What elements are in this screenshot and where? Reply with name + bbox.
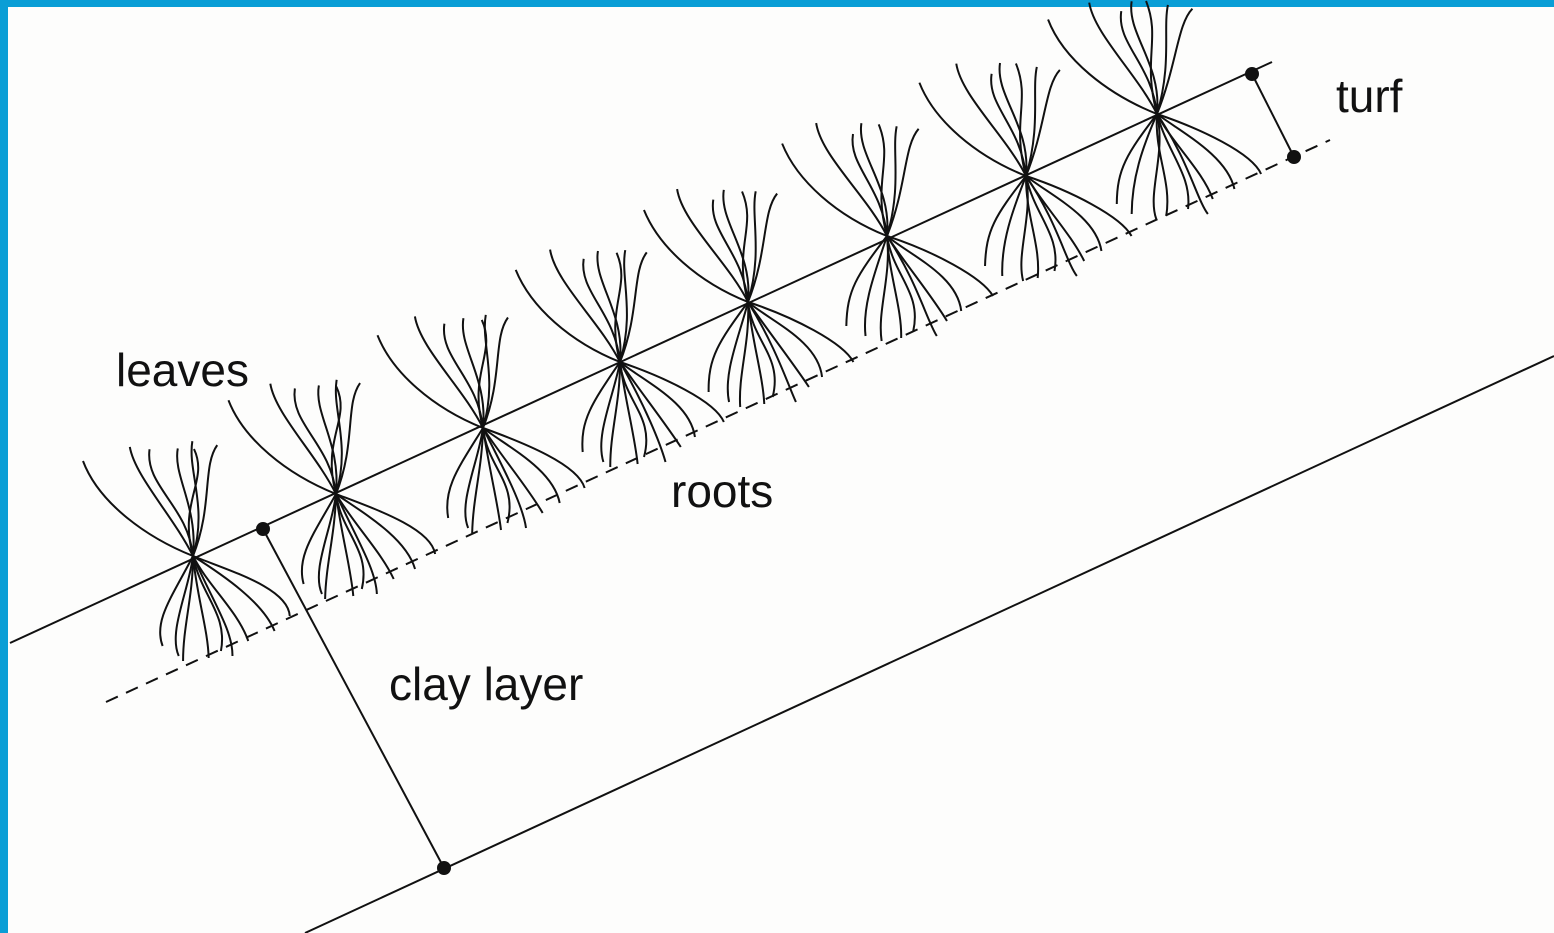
root-stroke	[336, 494, 394, 579]
plant-3	[377, 315, 584, 533]
leaf-stroke	[782, 144, 887, 236]
clay-layer-label: clay layer	[389, 658, 583, 710]
root-stroke	[1026, 176, 1132, 236]
leaf-stroke	[83, 461, 193, 556]
leaves-label: leaves	[116, 344, 249, 396]
leaf-stroke	[1026, 70, 1060, 176]
roots-label: roots	[671, 465, 773, 517]
root-stroke	[887, 236, 901, 338]
plants-group	[83, 1, 1261, 661]
leaf-stroke	[1157, 9, 1192, 114]
leaf-stroke	[887, 129, 919, 236]
root-stroke	[1026, 176, 1101, 251]
plant-2	[228, 380, 435, 599]
root-stroke	[610, 362, 620, 467]
root-stroke	[1157, 114, 1261, 174]
clay-dimension-bottom-dot	[437, 861, 451, 875]
clay-dimension-top-dot	[256, 522, 270, 536]
leaf-stroke	[149, 449, 193, 556]
root-stroke	[483, 428, 543, 513]
leaf-stroke	[479, 320, 487, 428]
root-stroke	[620, 362, 646, 457]
plant-7	[919, 63, 1131, 281]
root-stroke	[483, 428, 510, 523]
turf-dimension-top-dot	[1245, 67, 1259, 81]
root-stroke	[887, 236, 961, 311]
plant-4	[516, 250, 724, 467]
root-stroke	[887, 236, 993, 296]
root-stroke	[1026, 176, 1056, 271]
leaf-stroke	[879, 124, 887, 236]
root-stroke	[1157, 114, 1234, 189]
plant-1	[83, 441, 290, 661]
root-stroke	[193, 556, 222, 651]
leaf-stroke	[1016, 63, 1026, 176]
root-stroke	[1026, 176, 1077, 276]
root-stroke	[1157, 114, 1208, 214]
plant-5	[644, 189, 853, 407]
root-stroke	[193, 556, 275, 631]
root-stroke	[887, 236, 915, 331]
turf-thickness-dimension-line	[1252, 74, 1294, 157]
plant-6	[782, 123, 993, 341]
turf-label: turf	[1336, 70, 1403, 122]
turf-base-dashed-line	[106, 140, 1330, 702]
root-stroke	[620, 362, 681, 447]
root-stroke	[748, 302, 809, 387]
leaf-stroke	[742, 192, 748, 302]
leaf-stroke	[130, 447, 193, 556]
turf-dimension-bottom-dot	[1287, 150, 1301, 164]
